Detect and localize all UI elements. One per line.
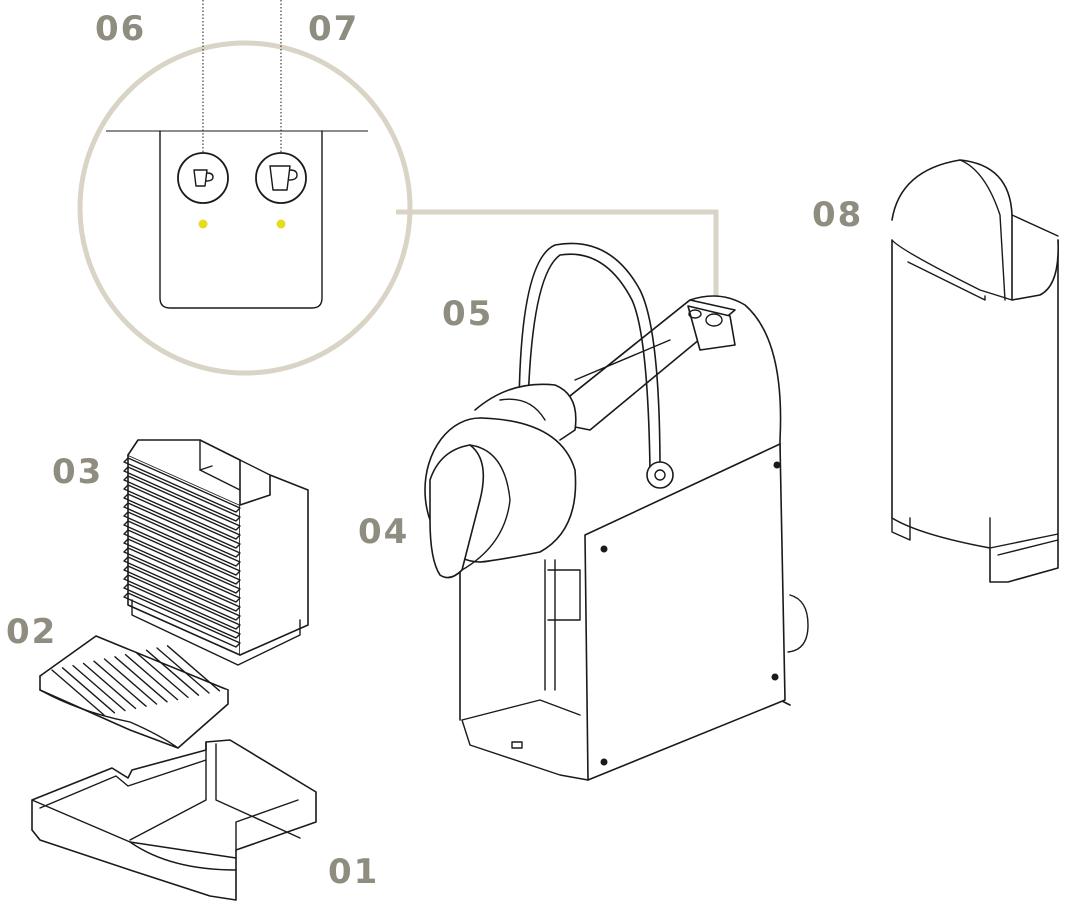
magnifier-detail — [77, 0, 719, 376]
callout-07: 07 — [308, 9, 360, 49]
lungo-led — [276, 219, 286, 229]
callout-05: 05 — [442, 294, 494, 334]
callout-08: 08 — [812, 195, 864, 235]
callout-01: 01 — [328, 852, 380, 892]
callout-06: 06 — [95, 9, 147, 49]
tank-ribs — [123, 457, 241, 648]
lungo-cup-icon — [269, 165, 298, 191]
espresso-button — [177, 152, 229, 204]
drip-tray — [31, 739, 317, 901]
water-tank — [123, 439, 309, 666]
espresso-cup-icon — [193, 169, 214, 187]
lungo-button — [255, 152, 307, 204]
callout-02: 02 — [6, 612, 58, 652]
magnifier-ring — [77, 40, 413, 376]
capsule-container — [891, 159, 1059, 583]
coffee-machine — [424, 242, 809, 781]
drip-grid — [39, 635, 229, 749]
espresso-led — [198, 219, 208, 229]
grid-ribs — [51, 645, 221, 716]
callout-03: 03 — [52, 452, 104, 492]
callout-04: 04 — [358, 512, 410, 552]
magnifier-connector — [396, 209, 719, 305]
